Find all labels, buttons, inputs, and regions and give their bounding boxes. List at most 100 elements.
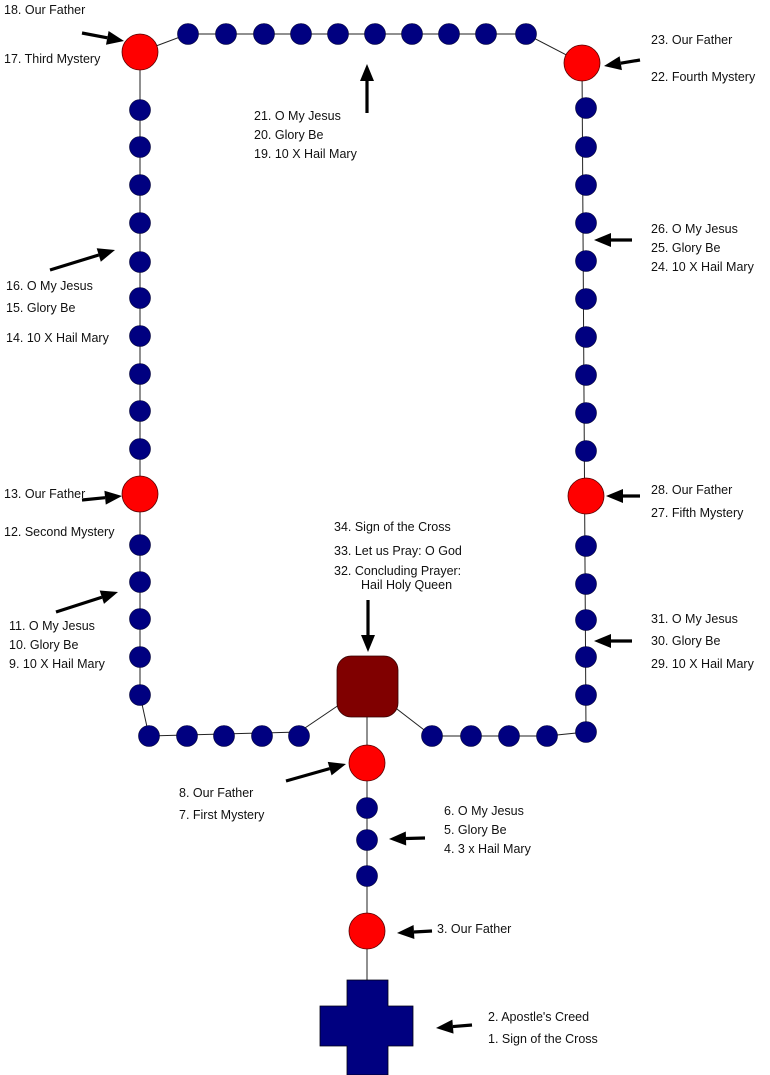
label-32: 32. Concluding Prayer: (334, 564, 462, 578)
label-10: 10. Glory Be (9, 638, 79, 652)
hail-mary-bead (575, 646, 597, 668)
arrowhead-icon (397, 925, 415, 940)
label-23: 23. Our Father (651, 33, 733, 47)
hail-mary-bead (356, 797, 378, 819)
hail-mary-bead (138, 725, 160, 747)
hail-mary-bead (129, 646, 151, 668)
label-21: 21. O My Jesus (254, 109, 341, 123)
arrow-icon (49, 253, 100, 272)
hail-mary-bead (129, 438, 151, 460)
hail-mary-bead (515, 23, 537, 45)
label-14: 14. 10 X Hail Mary (6, 331, 109, 345)
arrow-icon (620, 58, 641, 65)
arrowhead-icon (327, 761, 346, 776)
our-father-bead (121, 475, 159, 513)
hail-mary-bead (327, 23, 349, 45)
hail-mary-bead (575, 212, 597, 234)
our-father-bead (348, 744, 386, 782)
label-13: 13. Our Father (4, 487, 86, 501)
hail-mary-bead (460, 725, 482, 747)
hail-mary-bead (129, 400, 151, 422)
label-15: 15. Glory Be (6, 301, 76, 315)
hail-mary-bead (575, 402, 597, 424)
label-33: 33. Let us Pray: O God (334, 544, 462, 558)
our-father-bead (348, 912, 386, 950)
hail-mary-bead (536, 725, 558, 747)
arrowhead-icon (105, 30, 124, 45)
label-5: 5. Glory Be (444, 823, 507, 837)
hail-mary-bead (364, 23, 386, 45)
hail-mary-bead (251, 725, 273, 747)
arrowhead-icon (104, 490, 122, 505)
hail-mary-bead (129, 608, 151, 630)
hail-mary-bead (177, 23, 199, 45)
hail-mary-bead (129, 174, 151, 196)
hail-mary-bead (575, 136, 597, 158)
label-2: 2. Apostle's Creed (488, 1010, 590, 1024)
arrow-icon (413, 929, 433, 934)
hail-mary-bead (356, 865, 378, 887)
hail-mary-bead (288, 725, 310, 747)
hail-mary-bead (421, 725, 443, 747)
label-9: 9. 10 X Hail Mary (9, 657, 105, 671)
hail-mary-bead (575, 326, 597, 348)
hail-mary-bead (356, 829, 378, 851)
arrow-icon (81, 31, 108, 40)
label-25: 25. Glory Be (651, 241, 721, 255)
arrowhead-icon (389, 831, 407, 846)
label-34: 34. Sign of the Cross (334, 520, 451, 534)
arrowhead-icon (604, 56, 622, 71)
center-medal (336, 655, 399, 718)
hail-mary-bead (129, 287, 151, 309)
arrowhead-icon (99, 590, 118, 604)
hail-mary-bead (475, 23, 497, 45)
label-18: 18. Our Father (4, 3, 86, 17)
hail-mary-bead (575, 684, 597, 706)
hail-mary-bead (575, 440, 597, 462)
label-4: 4. 3 x Hail Mary (444, 842, 531, 856)
arrow-icon (405, 836, 426, 841)
arrowhead-icon (96, 248, 115, 262)
hail-mary-bead (129, 99, 151, 121)
label-8: 8. Our Father (179, 786, 254, 800)
cross-icon (319, 979, 414, 1075)
hail-mary-bead (575, 535, 597, 557)
label-24: 24. 10 X Hail Mary (651, 260, 754, 274)
our-father-bead (567, 477, 605, 515)
label-31: 31. O My Jesus (651, 612, 738, 626)
label-3: 3. Our Father (437, 922, 512, 936)
label-11: 11. O My Jesus (9, 619, 95, 633)
label-30: 30. Glory Be (651, 634, 721, 648)
label-32-cont: Hail Holy Queen (361, 578, 453, 592)
hail-mary-bead (575, 573, 597, 595)
hail-mary-bead (575, 288, 597, 310)
hail-mary-bead (575, 174, 597, 196)
hail-mary-bead (498, 725, 520, 747)
hail-mary-bead (176, 725, 198, 747)
hail-mary-bead (129, 534, 151, 556)
hail-mary-bead (401, 23, 423, 45)
hail-mary-bead (253, 23, 275, 45)
label-26: 26. O My Jesus (651, 222, 738, 236)
hail-mary-bead (290, 23, 312, 45)
arrowhead-icon (361, 635, 375, 652)
label-6: 6. O My Jesus (444, 804, 524, 818)
hail-mary-bead (129, 684, 151, 706)
hail-mary-bead (129, 251, 151, 273)
hail-mary-bead (129, 212, 151, 234)
hail-mary-bead (575, 721, 597, 743)
hail-mary-bead (129, 571, 151, 593)
label-29: 29. 10 X Hail Mary (651, 657, 754, 671)
our-father-bead (121, 33, 159, 71)
arrowhead-icon (594, 233, 611, 247)
our-father-bead (563, 44, 601, 82)
label-20: 20. Glory Be (254, 128, 324, 142)
arrow-icon (452, 1023, 473, 1029)
hail-mary-bead (575, 364, 597, 386)
arrow-icon (81, 496, 106, 502)
label-12: 12. Second Mystery (4, 525, 115, 539)
hail-mary-bead (213, 725, 235, 747)
hail-mary-bead (129, 136, 151, 158)
hail-mary-bead (438, 23, 460, 45)
